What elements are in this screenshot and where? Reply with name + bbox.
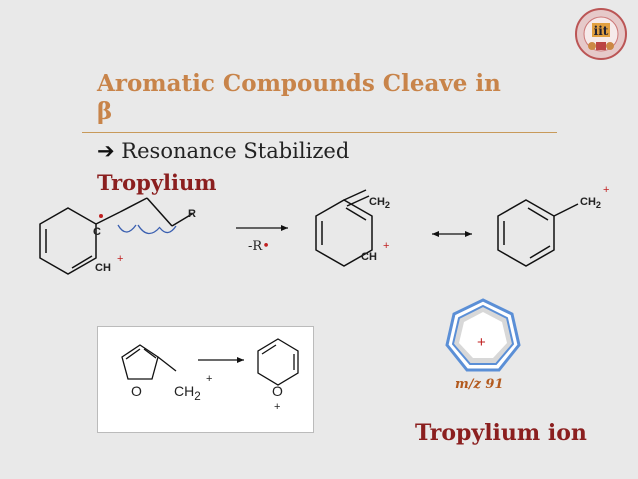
arrow-bullet-icon: ➔: [97, 139, 115, 163]
benzyl-cation-ring: [497, 199, 579, 267]
charge-plus-furan: +: [206, 373, 213, 385]
label-ch2-middle: CH2: [369, 196, 390, 211]
tropylium-heptagon: [445, 298, 521, 372]
title-line-1: Aromatic Compounds Cleave in: [97, 70, 501, 97]
slide-title: Aromatic Compounds Cleave in β: [97, 70, 527, 126]
fragmentation-arcs: [117, 224, 177, 235]
label-c: C: [93, 226, 101, 238]
label-ch-cation: CH: [361, 251, 377, 263]
label-o-furan: O: [131, 383, 142, 399]
bullet-line: ➔ Resonance Stabilized: [97, 139, 349, 163]
radical-dot: [99, 214, 103, 218]
label-ch: CH: [95, 262, 111, 274]
bullet-text: Resonance Stabilized: [121, 139, 350, 163]
label-ch2-furan: CH2: [174, 383, 201, 403]
furan-scheme: [121, 338, 299, 386]
mz-label: m/z 91: [455, 377, 504, 392]
charge-plus-middle: +: [383, 240, 390, 252]
section-heading: Tropylium: [97, 170, 217, 195]
starting-benzyl-ring: [39, 197, 193, 275]
label-o-pyrylium: O: [272, 383, 283, 399]
svg-text:iit: iit: [594, 24, 609, 38]
reagent-label: -R•: [248, 239, 270, 254]
title-line-2: β: [97, 98, 113, 125]
label-r: R: [188, 208, 196, 220]
charge-plus-right: +: [603, 184, 610, 196]
tropylium-charge: +: [477, 334, 486, 351]
title-divider: [82, 132, 557, 133]
tropylium-ion-label: Tropylium ion: [415, 420, 587, 446]
charge-plus-left: +: [117, 253, 124, 265]
methylene-ring: [315, 189, 373, 267]
institution-logo: iit: [570, 6, 632, 62]
charge-plus-pyrylium: +: [274, 401, 281, 413]
furan-box: O CH2 + O +: [97, 326, 314, 433]
label-ch2-right: CH2: [580, 196, 601, 211]
